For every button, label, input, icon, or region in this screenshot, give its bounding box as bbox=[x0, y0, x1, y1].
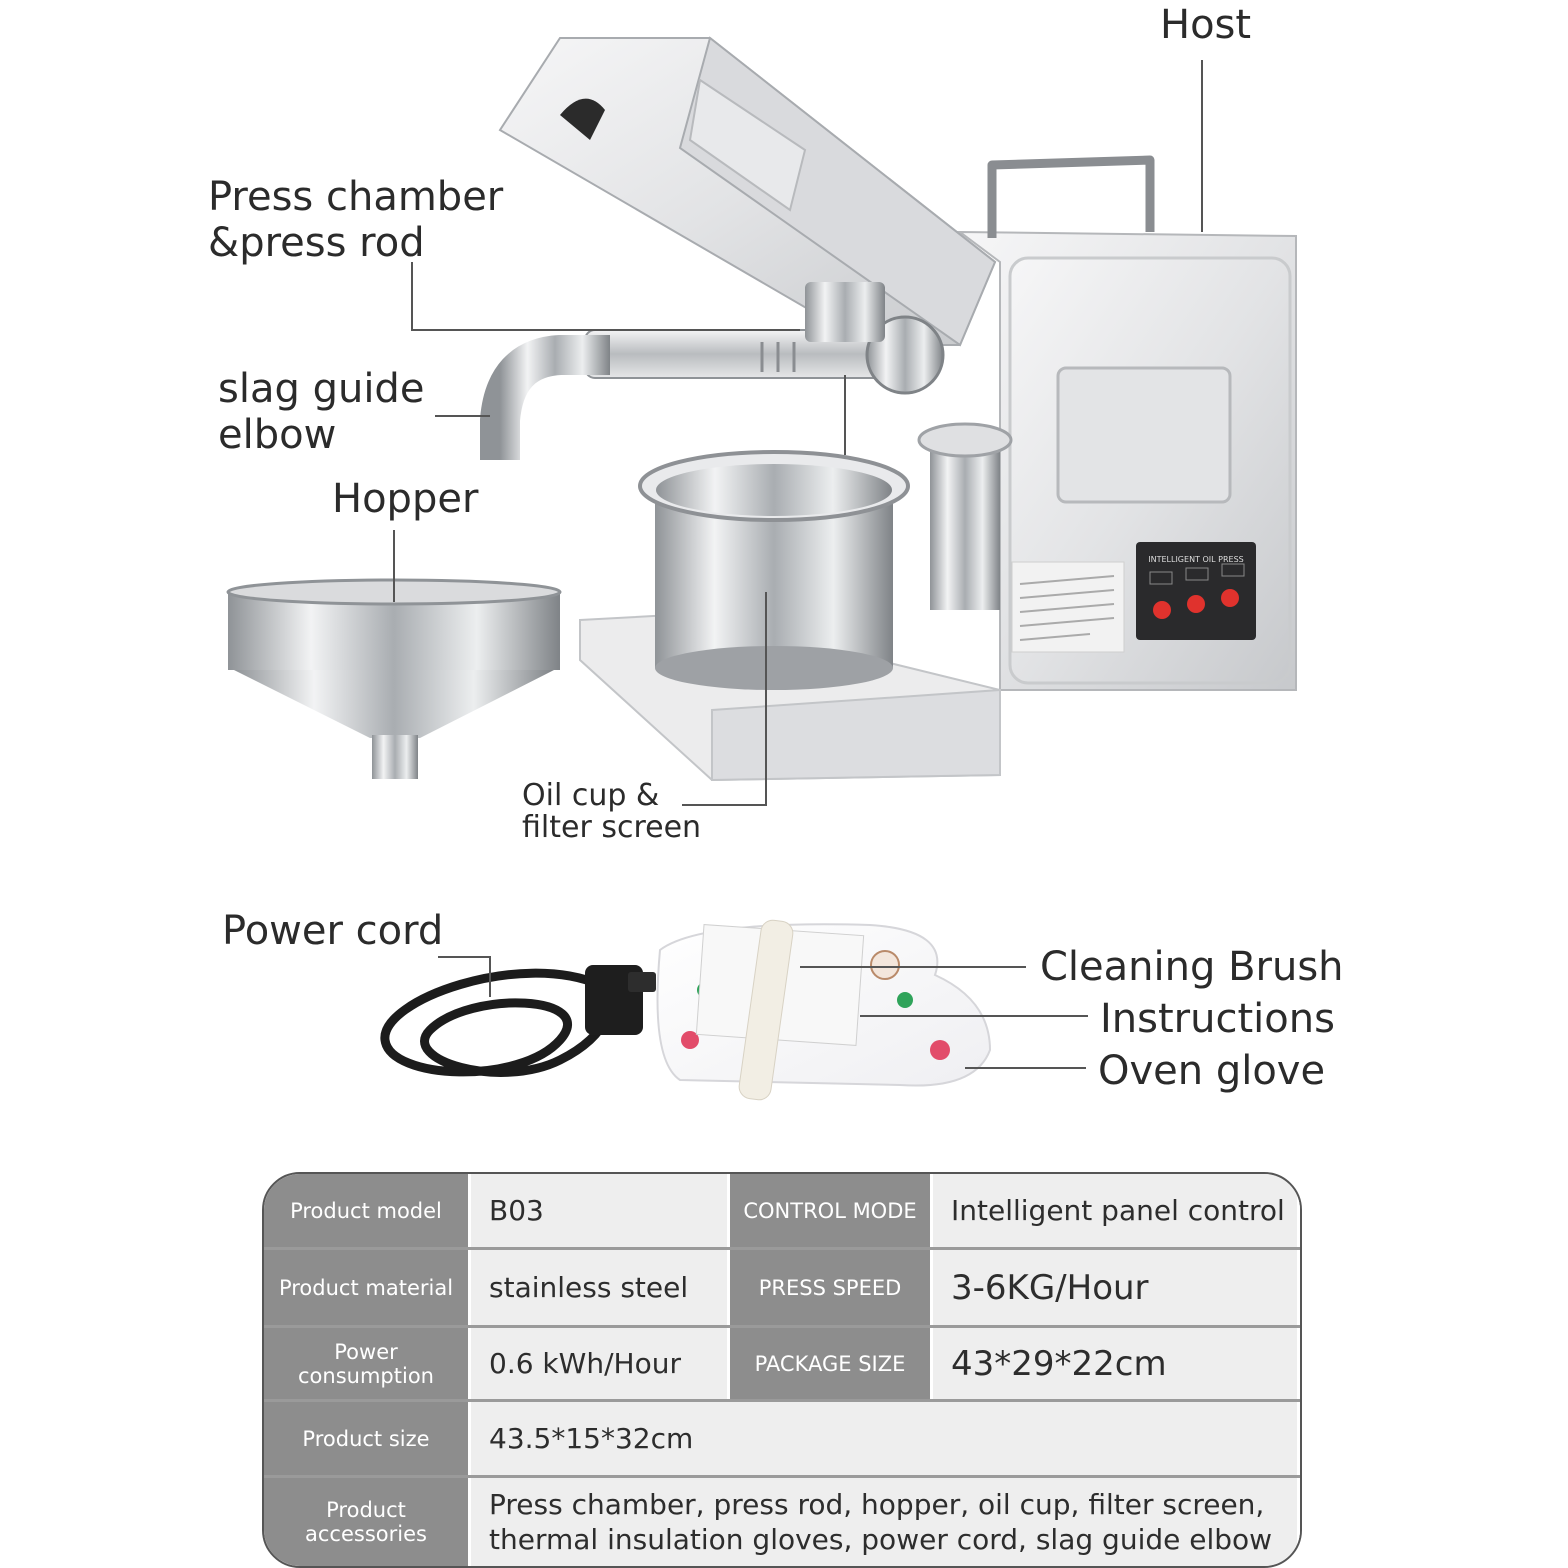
slag-guide-elbow bbox=[480, 335, 610, 460]
label-hopper: Hopper bbox=[332, 476, 479, 522]
oil-cup bbox=[638, 450, 910, 690]
spec-key-power: Power consumption bbox=[264, 1328, 468, 1399]
spec-accessories-line2: thermal insulation gloves, power cord, s… bbox=[489, 1523, 1273, 1556]
spec-value-accessories: Press chamber, press rod, hopper, oil cu… bbox=[468, 1478, 1300, 1566]
spec-row-power: Power consumption 0.6 kWh/Hour PACKAGE S… bbox=[264, 1328, 1300, 1402]
spec-row-model: Product model B03 CONTROL MODE Intellige… bbox=[264, 1174, 1300, 1250]
press-button-icon bbox=[1187, 595, 1205, 613]
label-oil-cup-line1: Oil cup & bbox=[522, 778, 660, 813]
spec-value-package: 43*29*22cm bbox=[930, 1328, 1300, 1399]
spec-key-accessories: Product accessories bbox=[264, 1478, 468, 1566]
spec-value-power: 0.6 kWh/Hour bbox=[468, 1328, 730, 1399]
spec-table: Product model B03 CONTROL MODE Intellige… bbox=[262, 1172, 1302, 1568]
spec-key-material: Product material bbox=[264, 1250, 468, 1325]
label-oven-glove: Oven glove bbox=[1098, 1048, 1326, 1094]
spec-value-material: stainless steel bbox=[468, 1250, 730, 1325]
accessories-bundle bbox=[656, 919, 992, 1101]
spec-key-model: Product model bbox=[264, 1174, 468, 1247]
instruction-sticker bbox=[1011, 561, 1125, 653]
control-panel: INTELLIGENT OIL PRESS bbox=[1136, 542, 1256, 640]
label-oil-cup-line2: filter screen bbox=[522, 810, 702, 845]
label-press-chamber-line2: &press rod bbox=[208, 220, 425, 266]
spec-row-accessories: Product accessories Press chamber, press… bbox=[264, 1478, 1300, 1566]
hopper bbox=[226, 578, 562, 779]
clean-button-icon bbox=[1221, 589, 1239, 607]
heat-button-icon bbox=[1153, 601, 1171, 619]
press-rod bbox=[584, 282, 945, 395]
spec-row-size: Product size 43.5*15*32cm bbox=[264, 1402, 1300, 1478]
spec-value-size: 43.5*15*32cm bbox=[468, 1402, 1300, 1475]
second-oil-cup bbox=[917, 422, 1013, 610]
label-slag-line2: elbow bbox=[218, 412, 337, 458]
spec-key-control: CONTROL MODE bbox=[730, 1174, 930, 1247]
spec-row-material: Product material stainless steel PRESS S… bbox=[264, 1250, 1300, 1328]
leader-lines bbox=[393, 60, 1203, 1069]
spec-accessories-line1: Press chamber, press rod, hopper, oil cu… bbox=[489, 1488, 1265, 1521]
spec-key-speed: PRESS SPEED bbox=[730, 1250, 930, 1325]
label-cleaning-brush: Cleaning Brush bbox=[1040, 944, 1344, 990]
label-host: Host bbox=[1160, 2, 1252, 48]
label-power-cord: Power cord bbox=[222, 908, 444, 954]
press-chamber-arm bbox=[498, 36, 997, 347]
panel-title: INTELLIGENT OIL PRESS bbox=[1148, 555, 1243, 564]
label-instructions: Instructions bbox=[1100, 996, 1335, 1042]
label-slag-line1: slag guide bbox=[218, 366, 425, 412]
power-cord bbox=[380, 965, 656, 1077]
spec-value-control: Intelligent panel control bbox=[930, 1174, 1300, 1247]
spec-key-package: PACKAGE SIZE bbox=[730, 1328, 930, 1399]
oil-press-illustration: INTELLIGENT OIL PRESS bbox=[226, 36, 1297, 1101]
label-press-chamber-line1: Press chamber bbox=[208, 174, 504, 220]
carry-handle bbox=[987, 155, 1155, 238]
spec-key-size: Product size bbox=[264, 1402, 468, 1475]
spec-value-model: B03 bbox=[468, 1174, 730, 1247]
spec-value-speed: 3-6KG/Hour bbox=[930, 1250, 1300, 1325]
